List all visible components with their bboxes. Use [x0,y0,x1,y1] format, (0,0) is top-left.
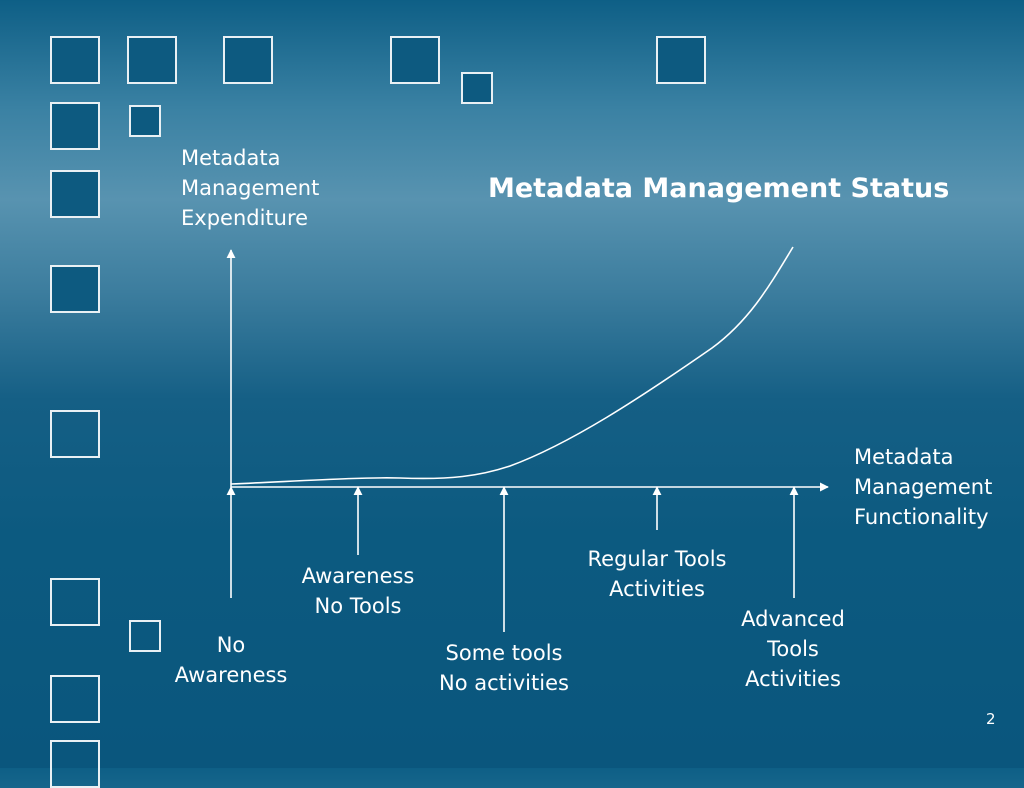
decor-square [129,620,161,652]
x-axis-label: Metadata Management Functionality [854,442,992,532]
stage-label: No Awareness [150,630,312,690]
decor-square [129,105,161,137]
decor-square [50,410,100,458]
y-axis-label: Metadata Management Expenditure [181,143,319,233]
stage-label-line: Awareness [174,663,288,687]
x-axis-label-line: Metadata [854,445,954,469]
stage-label-line: Awareness [301,564,415,588]
stage-label-line: Activities [745,667,841,691]
decor-square [50,578,100,626]
stage-label: Some tools No activities [414,638,594,698]
stage-label-line: No activities [439,671,569,695]
decor-square [50,675,100,723]
stage-label: Awareness No Tools [278,561,438,621]
slide-title: Metadata Management Status [488,173,950,204]
stage-label-line: No Tools [314,594,402,618]
stage-label-line: Advanced [741,607,845,631]
decor-square [50,102,100,150]
decor-square [223,36,273,84]
y-axis-label-line: Management [181,176,320,200]
y-axis-label-line: Metadata [181,146,281,170]
stage-label-line: Some tools [445,641,563,665]
decor-square [50,170,100,218]
decor-square [390,36,440,84]
growth-curve [230,246,794,485]
x-axis-label-line: Functionality [854,505,989,529]
stage-label-line: No [216,633,246,657]
y-axis-label-line: Expenditure [181,206,309,230]
stage-label-line: Regular Tools [587,547,727,571]
diagram-lines [226,246,829,496]
stage-label: Regular Tools Activities [572,544,742,604]
decor-square [461,72,493,104]
stage-label-line: Activities [609,577,705,601]
slide: Metadata Management Status Metadata Mana… [50,36,996,788]
decor-square [50,36,100,84]
decor-square [127,36,177,84]
x-axis-label-line: Management [854,475,993,499]
page-number: 2 [986,710,996,728]
decor-square [50,265,100,313]
decor-square [656,36,706,84]
stage-label-line: Tools [767,637,819,661]
stage-label: Advanced Tools Activities [718,604,868,694]
